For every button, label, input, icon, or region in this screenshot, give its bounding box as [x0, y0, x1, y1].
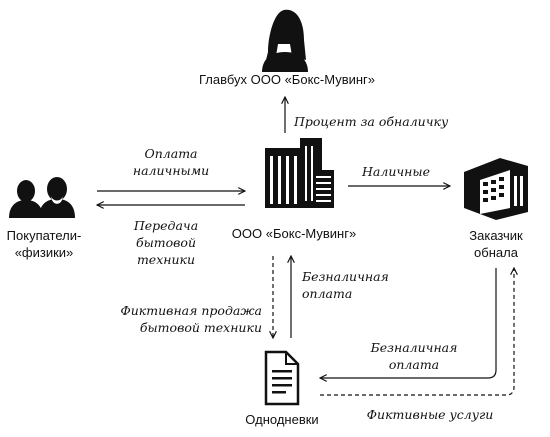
office-building-icon: [265, 138, 334, 208]
buyers-label-line2: «физики»: [15, 245, 74, 260]
transfer-label-line1: Передача: [133, 218, 198, 233]
cashless1-label-line2: оплата: [302, 286, 352, 301]
female-person-icon: [262, 9, 308, 72]
fictitious-sale-label-line1: Фиктивная продажа: [120, 303, 262, 318]
cashless2-label-line2: оплата: [389, 357, 439, 372]
cashless2-label-line1: Безналичная: [370, 340, 458, 355]
shell-firms-label: Однодневки: [245, 412, 318, 427]
percent-label: Процент за обналичку: [293, 114, 449, 129]
cash-label: Наличные: [361, 164, 430, 179]
cash-payment-label-line2: наличными: [133, 163, 209, 178]
fictitious-sale-label-line2: бытовой техники: [140, 320, 262, 335]
transfer-label-line2: бытовой: [136, 235, 196, 250]
document-icon: [264, 350, 300, 406]
customer-label-line1: Заказчик: [469, 228, 523, 243]
factory-building-icon: [464, 158, 528, 220]
fictitious-services-label: Фиктивные услуги: [367, 407, 494, 422]
buyers-label-line1: Покупатели-: [7, 228, 82, 243]
cashless1-label-line1: Безналичная: [301, 269, 389, 284]
two-people-icon: [9, 177, 75, 218]
customer-label-line2: обнала: [474, 245, 519, 260]
chief-accountant-label: Главбух ООО «Бокс-Мувинг»: [199, 72, 375, 87]
transfer-label-line3: техники: [137, 252, 195, 267]
arrow-cashless-to-shells: [320, 268, 497, 378]
company-label: ООО «Бокс-Мувинг»: [232, 226, 356, 241]
cash-payment-label-line1: Оплата: [144, 146, 197, 161]
arrow-fictitious-services: [320, 268, 514, 396]
